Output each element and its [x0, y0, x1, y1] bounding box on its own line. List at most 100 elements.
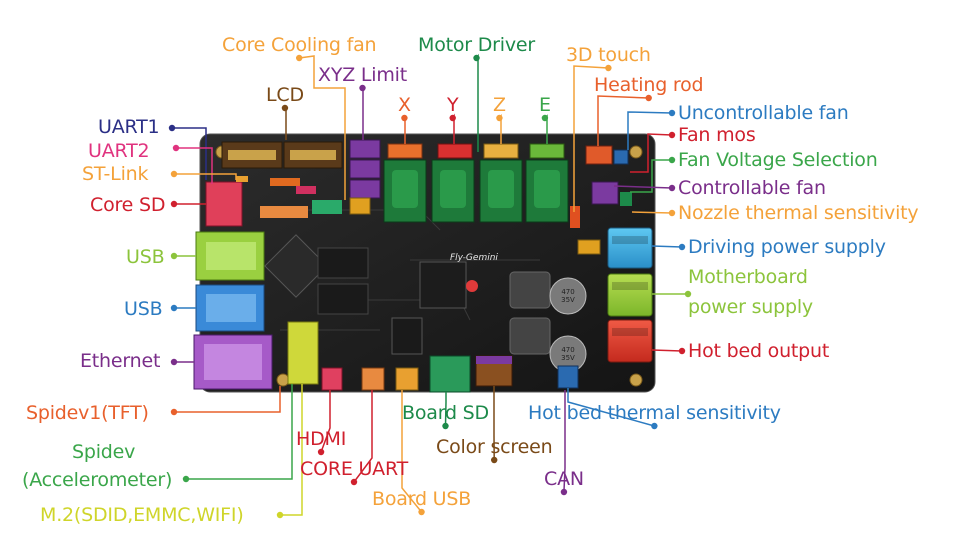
top-right-connectors — [570, 145, 632, 255]
leader-dot-hdmi — [317, 448, 325, 456]
label-hot-bed-output: Hot bed output — [688, 340, 830, 362]
label-e: E — [539, 94, 551, 116]
leader-board-usb — [401, 390, 423, 513]
leader-core-uart — [353, 390, 373, 483]
label-driving-power-supply: Driving power supply — [688, 236, 886, 258]
leader-st-link — [174, 173, 237, 180]
leader-hdmi — [320, 390, 331, 453]
capacitor-text-4: 35V — [561, 354, 575, 362]
leader-dot-heating-rod — [645, 94, 652, 102]
leader-core-cooling-fan — [299, 55, 346, 200]
leader-heating-rod — [597, 95, 649, 146]
label-motherboard-power-supply-2: power supply — [688, 296, 813, 318]
label-uncontrollable-fan: Uncontrollable fan — [678, 102, 849, 124]
leader-m2 — [280, 384, 303, 516]
leader-dot-3d-touch — [605, 64, 612, 72]
leader-lines — [168, 53, 692, 519]
leader-dot-board-sd — [442, 422, 449, 430]
leader-dot-xyz-limit — [359, 84, 366, 92]
label-lcd: LCD — [266, 84, 304, 106]
leader-dot-lcd — [281, 104, 289, 112]
capacitor-text-1: 470 — [561, 288, 574, 296]
leader-fan-mos — [630, 133, 673, 173]
leader-hot-bed-output — [651, 349, 683, 352]
board-name: Fly-Gemini — [450, 253, 498, 263]
leader-dot-controllable-fan — [668, 184, 676, 192]
leader-uart2 — [176, 147, 213, 184]
leader-dot-uart2 — [172, 144, 180, 152]
leader-spidev1-tft — [174, 386, 281, 413]
leader-dot-e — [541, 114, 549, 122]
label-xyz-limit: XYZ Limit — [318, 64, 407, 86]
capacitor-text-2: 35V — [561, 296, 575, 304]
leader-dot-usb-1 — [170, 252, 178, 260]
motor-drivers — [383, 143, 569, 223]
label-motherboard-power-supply-1: Motherboard — [688, 266, 808, 288]
label-x: X — [398, 94, 411, 116]
label-uart2: UART2 — [88, 140, 150, 162]
driver-y — [431, 143, 475, 223]
leader-dot-uart1 — [168, 124, 176, 132]
leader-dot-can — [560, 488, 568, 496]
leader-board-sd — [444, 392, 447, 427]
label-ethernet: Ethernet — [80, 350, 161, 372]
leader-dot-core-sd — [170, 200, 178, 208]
label-spidev-1: Spidev — [72, 441, 136, 463]
label-color-screen: Color screen — [436, 436, 553, 458]
left-connectors — [193, 176, 342, 390]
center-chips — [264, 234, 478, 385]
leader-can — [563, 390, 566, 493]
leader-uncontrollable-fan — [627, 111, 673, 150]
xyz-limit-connectors — [349, 139, 381, 215]
capacitor-text-3: 470 — [561, 346, 574, 354]
leader-dot-z — [496, 114, 503, 122]
label-controllable-fan: Controllable fan — [678, 177, 826, 199]
label-usb-2: USB — [124, 298, 163, 320]
leader-controllable-fan — [613, 185, 673, 189]
power-terminals — [607, 227, 653, 363]
label-3d-touch: 3D touch — [566, 44, 651, 66]
leader-dot-core-cooling-fan — [296, 54, 303, 62]
leader-dot-spidev-2 — [182, 475, 190, 483]
label-board-usb: Board USB — [372, 488, 472, 510]
leader-dot-board-usb — [418, 508, 425, 516]
label-core-uart: CORE UART — [300, 458, 408, 480]
label-heating-rod: Heating rod — [594, 74, 704, 96]
label-core-cooling-fan: Core Cooling fan — [222, 34, 377, 56]
label-spidev1-tft: Spidev1(TFT) — [26, 402, 149, 424]
leader-dot-usb-2 — [170, 304, 178, 312]
label-fan-mos: Fan mos — [678, 124, 756, 146]
label-core-sd: Core SD — [90, 194, 166, 216]
leader-dot-hot-bed-thermal-sensitivity — [651, 422, 658, 430]
label-can: CAN — [544, 468, 584, 490]
label-uart1: UART1 — [98, 116, 160, 138]
label-motor-driver: Motor Driver — [418, 34, 536, 56]
leader-dot-uncontrollable-fan — [668, 109, 676, 117]
label-m2: M.2(SDID,EMMC,WIFI) — [40, 504, 244, 526]
leader-dot-fan-mos — [668, 131, 676, 139]
leader-driving-power-supply — [651, 245, 683, 248]
label-fan-voltage-selection: Fan Voltage Selection — [678, 149, 878, 171]
leader-nozzle-thermal-sensitivity — [631, 211, 673, 214]
leader-dot-core-uart — [350, 478, 358, 486]
leader-dot-motor-driver — [473, 54, 480, 62]
leader-dot-color-screen — [491, 456, 498, 464]
leader-dot-m2 — [276, 511, 284, 519]
label-hdmi: HDMI — [296, 428, 347, 450]
leader-3d-touch — [573, 65, 609, 212]
leader-dot-nozzle-thermal-sensitivity — [668, 209, 676, 217]
label-nozzle-thermal-sensitivity: Nozzle thermal sensitivity — [678, 202, 919, 224]
lcd-headers — [221, 141, 343, 169]
leader-hot-bed-thermal-sensitivity — [567, 388, 655, 427]
leader-dot-hot-bed-output — [678, 347, 686, 355]
leader-dot-motherboard-power-supply-2 — [684, 290, 692, 298]
label-usb-1: USB — [126, 246, 165, 268]
leader-dot-st-link — [170, 170, 178, 178]
driver-z — [479, 143, 523, 223]
driver-e — [525, 143, 569, 223]
leader-fan-voltage-selection — [630, 159, 672, 193]
label-st-link: ST-Link — [82, 163, 149, 185]
label-spidev-2: (Accelerometer) — [22, 469, 173, 491]
